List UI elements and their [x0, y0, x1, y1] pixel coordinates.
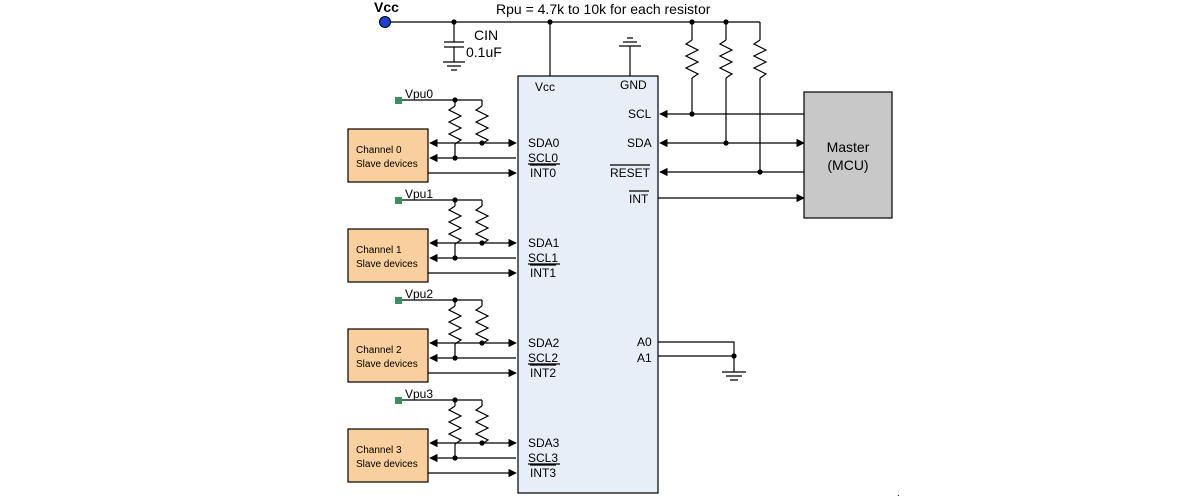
ground-icon: [443, 61, 465, 71]
channel-title: Channel 0: [356, 145, 402, 156]
ground-icon: [722, 371, 746, 381]
vpu-terminal-icon: [395, 397, 402, 404]
master-mcu-box: [803, 91, 893, 219]
cin-capacitor: [443, 22, 465, 71]
pin-sda: SDA: [627, 136, 652, 150]
chip-gnd-ground-icon: [619, 37, 641, 76]
master-bus-wires: [658, 109, 805, 203]
pin-sda-ch: SDA2: [528, 336, 560, 350]
vcc-label: Vcc: [374, 0, 399, 15]
master-sublabel: (MCU): [827, 157, 868, 173]
i2c-switch-chip: [517, 75, 659, 494]
vpu-label: Vpu0: [405, 87, 433, 101]
pin-a1: A1: [637, 351, 652, 365]
pin-scl: SCL: [628, 107, 652, 121]
channel-title: Channel 1: [356, 245, 402, 256]
pin-int: INT: [629, 192, 649, 206]
vpu-terminal-icon: [395, 197, 402, 204]
pin-scl-ch: SCL1: [528, 251, 558, 265]
master-pullup-resistors: [684, 22, 768, 172]
channel-box: [347, 328, 429, 383]
pin-scl-ch: SCL0: [528, 151, 558, 165]
pin-scl-ch: SCL3: [528, 451, 558, 465]
pin-int-ch: INT0: [530, 166, 556, 180]
pin-sda-ch: SDA0: [528, 136, 560, 150]
channel-box: [347, 128, 429, 183]
pin-sda-ch: SDA3: [528, 436, 560, 450]
vpu-terminal-icon: [395, 97, 402, 104]
rpu-note: Rpu = 4.7k to 10k for each resistor: [496, 1, 711, 17]
vcc-terminal-icon: [379, 16, 391, 28]
channel-title: Channel 3: [356, 445, 402, 456]
chip-vcc-pin: Vcc: [535, 80, 555, 94]
address-pins-ground: [658, 341, 746, 381]
pin-int-ch: INT1: [530, 266, 556, 280]
channel-subtitle: Slave devices: [356, 259, 418, 270]
vpu-label: Vpu3: [405, 387, 433, 401]
pin-sda-ch: SDA1: [528, 236, 560, 250]
master-label: Master: [827, 139, 870, 155]
channel-title: Channel 2: [356, 345, 402, 356]
channel-subtitle: Slave devices: [356, 359, 418, 370]
pin-int-ch: INT2: [530, 366, 556, 380]
channel-subtitle: Slave devices: [356, 459, 418, 470]
channel-box: [347, 428, 429, 483]
vpu-label: Vpu1: [405, 187, 433, 201]
corner-mark: .: [897, 488, 900, 499]
cin-name: CIN: [474, 27, 498, 43]
pin-int-ch: INT3: [530, 466, 556, 480]
cin-value: 0.1uF: [466, 44, 502, 60]
pin-scl-ch: SCL2: [528, 351, 558, 365]
chip-gnd-pin: GND: [620, 78, 647, 92]
pin-reset: RESET: [610, 166, 651, 180]
channel-box: [347, 228, 429, 283]
vpu-label: Vpu2: [405, 287, 433, 301]
vpu-terminal-icon: [395, 297, 402, 304]
pin-a0: A0: [637, 335, 652, 349]
channel-subtitle: Slave devices: [356, 159, 418, 170]
